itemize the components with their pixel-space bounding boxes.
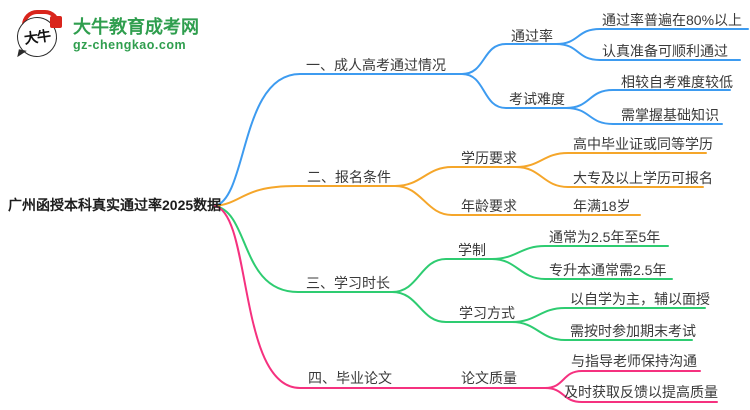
connector-b3-c1-l1 — [491, 245, 669, 260]
leaf-node: 相较自考难度较低 — [621, 74, 733, 90]
brand-url: gz-chengkao.com — [73, 37, 187, 52]
logo-seal-icon — [50, 16, 62, 28]
connector-b3-c2-l1 — [511, 307, 706, 323]
connector-b2-c1 — [394, 166, 517, 187]
connector-b1-c1-l2 — [555, 43, 741, 61]
branch-node-4: 四、毕业论文 — [308, 370, 392, 386]
branch-node-1: 一、成人高考通过情况 — [306, 57, 446, 73]
connector-b4-c1-l1 — [544, 370, 701, 389]
topic-thesis-quality: 论文质量 — [461, 370, 517, 386]
connector-b3-c2-l2 — [511, 321, 693, 341]
connector-b1-c1 — [461, 43, 557, 75]
leaf-node: 以自学为主，辅以面授 — [570, 291, 710, 307]
connector-b1-c2-l2 — [565, 107, 723, 125]
leaf-node: 需掌握基础知识 — [621, 107, 719, 123]
leaf-node: 大专及以上学历可报名 — [573, 170, 713, 186]
connector-b3-c2 — [391, 291, 513, 323]
connector-b2-c1-l2 — [515, 166, 704, 188]
branch-node-2: 二、报名条件 — [307, 169, 391, 185]
connector-b1-main — [214, 73, 463, 207]
leaf-node: 年满18岁 — [573, 198, 631, 214]
connector-b1-c2-l1 — [565, 89, 731, 109]
connector-b2-c1-l1 — [515, 152, 707, 168]
connector-b4-main — [214, 205, 546, 389]
leaf-node: 与指导老师保持沟通 — [571, 353, 697, 369]
brand-name: 大牛教育成考网 — [73, 17, 199, 37]
connector-b3-main — [214, 205, 393, 293]
leaf-node: 及时获取反馈以提高质量 — [564, 384, 718, 400]
connector-b2-c2 — [394, 185, 641, 216]
topic-study-length: 学制 — [458, 242, 486, 258]
connector-b2-main — [214, 185, 396, 207]
topic-exam-difficulty: 考试难度 — [509, 91, 565, 107]
leaf-node: 认真准备可顺利通过 — [602, 43, 728, 59]
connector-b3-c1 — [391, 258, 493, 293]
logo-bubble-tail — [17, 49, 27, 59]
leaf-node: 高中毕业证或同等学历 — [573, 136, 713, 152]
leaf-node: 通常为2.5年至5年 — [549, 229, 661, 245]
connector-b3-c1-l2 — [491, 258, 673, 280]
leaf-node: 需按时参加期末考试 — [570, 323, 696, 339]
leaf-node: 通过率普遍在80%以上 — [602, 12, 743, 28]
topic-pass-rate: 通过率 — [511, 28, 553, 44]
topic-age-requirement: 年龄要求 — [461, 198, 517, 214]
connector-b1-c1-l1 — [555, 28, 749, 45]
topic-study-mode: 学习方式 — [459, 305, 515, 321]
connector-b4-c1-l2 — [544, 387, 718, 403]
topic-education-requirement: 学历要求 — [461, 150, 517, 166]
connector-b1-c2 — [461, 73, 567, 109]
root-node: 广州函授本科真实通过率2025数据 — [8, 197, 222, 213]
logo-bull-icon: 大牛 — [14, 10, 64, 60]
leaf-node: 专升本通常需2.5年 — [549, 262, 667, 278]
branch-node-3: 三、学习时长 — [306, 275, 390, 291]
site-logo: 大牛 大牛教育成考网 gz-chengkao.com — [14, 10, 199, 60]
